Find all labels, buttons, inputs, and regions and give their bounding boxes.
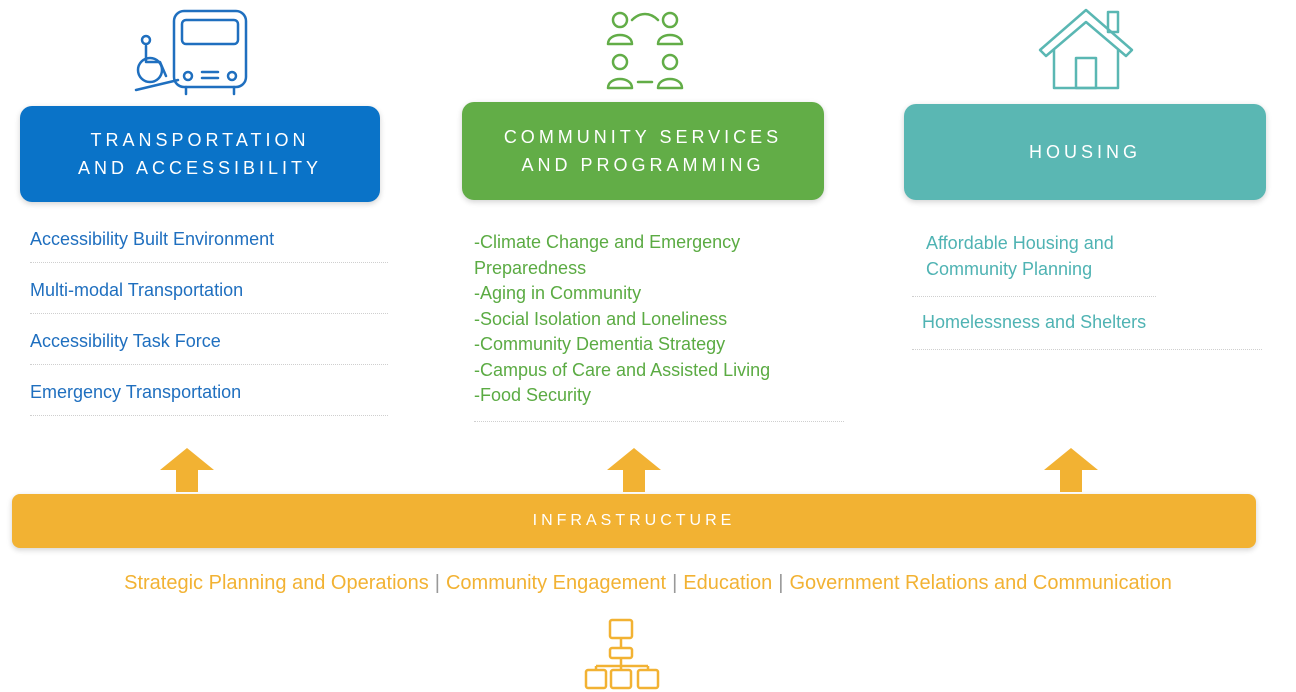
community-title-line2: AND PROGRAMMING: [521, 155, 765, 175]
list-item: Preparedness: [474, 257, 587, 278]
infrastructure-item: Education: [683, 572, 773, 594]
list-item: Homelessness and Shelters: [912, 297, 1262, 350]
list-item: -Campus of Care and Assisted Living: [474, 359, 771, 380]
list-item: -Aging in Community: [474, 283, 642, 303]
list-item: -Food Security: [474, 385, 592, 405]
list-item: -Social Isolation and Loneliness: [474, 308, 728, 329]
housing-header: HOUSING: [904, 104, 1266, 200]
separator: |: [778, 572, 784, 594]
infrastructure-items: Strategic Planning and Operations|Commun…: [0, 572, 1296, 595]
transportation-title-line1: TRANSPORTATION: [90, 130, 310, 150]
community-header: COMMUNITY SERVICES AND PROGRAMMING: [462, 102, 824, 200]
infrastructure-bar: INFRASTRUCTURE: [12, 494, 1256, 548]
transportation-list: Accessibility Built Environment Multi-mo…: [18, 226, 388, 416]
separator: |: [434, 572, 440, 594]
list-item: -Community Dementia Strategy: [474, 334, 726, 354]
org-chart-icon: [584, 618, 660, 690]
community-list: -Climate Change and Emergency Preparedne…: [474, 230, 844, 422]
up-arrow-icon: [160, 448, 214, 492]
transportation-header: TRANSPORTATION AND ACCESSIBILITY: [20, 106, 380, 202]
up-arrow-icon: [1044, 448, 1098, 492]
list-item: -Climate Change and Emergency: [474, 232, 741, 252]
housing-list: Affordable Housing and Community Plannin…: [912, 218, 1262, 350]
house-icon: [1038, 8, 1134, 90]
transportation-title-line2: AND ACCESSIBILITY: [77, 158, 323, 178]
list-item: Emergency Transportation: [30, 365, 388, 416]
list-item: Affordable Housing and Community Plannin…: [912, 218, 1156, 297]
group-meeting-icon: [606, 11, 684, 90]
infrastructure-item: Strategic Planning and Operations: [124, 572, 429, 594]
infrastructure-item: Government Relations and Communication: [789, 572, 1172, 594]
list-item: Accessibility Task Force: [30, 314, 388, 365]
up-arrow-icon: [607, 448, 661, 492]
infrastructure-item: Community Engagement: [445, 572, 667, 594]
community-title-line1: COMMUNITY SERVICES: [503, 127, 783, 147]
bus-wheelchair-icon: [134, 9, 248, 96]
infrastructure-title: INFRASTRUCTURE: [532, 512, 736, 529]
list-item: Multi-modal Transportation: [30, 263, 388, 314]
separator: |: [672, 572, 678, 594]
list-item: Accessibility Built Environment: [30, 226, 388, 263]
housing-title: HOUSING: [1028, 142, 1141, 162]
